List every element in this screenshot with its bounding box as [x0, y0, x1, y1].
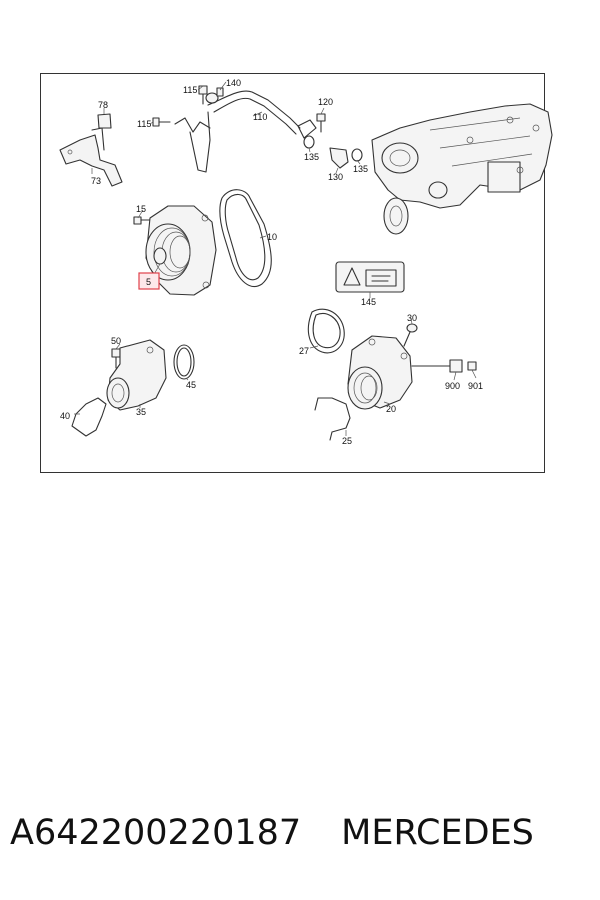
- callout-20[interactable]: 20: [386, 404, 396, 414]
- callout-120[interactable]: 120: [318, 97, 333, 107]
- screw-140[interactable]: [216, 87, 224, 97]
- pipe-110[interactable]: [174, 90, 317, 173]
- clip-78[interactable]: [97, 113, 112, 129]
- hose-130[interactable]: [329, 147, 349, 169]
- sensor-900[interactable]: [411, 359, 463, 373]
- callout-5-highlighted[interactable]: 5: [138, 272, 160, 290]
- caption: A642200220187 MERCEDES: [10, 808, 595, 858]
- callout-135-right[interactable]: 135: [353, 164, 368, 174]
- callout-50[interactable]: 50: [111, 336, 121, 346]
- warning-label-145[interactable]: [335, 261, 405, 293]
- callout-115-top[interactable]: 115: [183, 85, 197, 95]
- callout-73[interactable]: 73: [91, 176, 101, 186]
- callout-135-left[interactable]: 135: [304, 152, 319, 162]
- leader-lines: [74, 81, 477, 436]
- svg-text:5: 5: [146, 277, 151, 287]
- clamp-135-right[interactable]: [351, 148, 363, 162]
- callout-110[interactable]: 110: [253, 112, 267, 122]
- part-number: A642200220187: [10, 813, 302, 853]
- callout-15[interactable]: 15: [136, 204, 146, 214]
- callout-78[interactable]: 78: [98, 100, 108, 110]
- callout-130[interactable]: 130: [328, 172, 343, 182]
- callout-labels: 140 115 78 115 110 120 73 135 130 135 15…: [60, 78, 483, 446]
- callout-40[interactable]: 40: [60, 411, 70, 421]
- clip-40[interactable]: [71, 397, 107, 437]
- callout-30[interactable]: 30: [407, 313, 417, 323]
- bolt-120[interactable]: [316, 113, 326, 133]
- bolt-30[interactable]: [403, 323, 418, 347]
- callout-35[interactable]: 35: [136, 407, 146, 417]
- sensor-901[interactable]: [467, 361, 477, 371]
- o-ring-45[interactable]: [173, 344, 195, 380]
- clip-25[interactable]: [314, 397, 351, 441]
- callout-10[interactable]: 10: [267, 232, 277, 242]
- callout-45[interactable]: 45: [186, 380, 196, 390]
- callout-25[interactable]: 25: [342, 436, 352, 446]
- brand-name: MERCEDES: [341, 813, 534, 853]
- clamp-135-left[interactable]: [303, 135, 315, 149]
- elbow-connector-35[interactable]: [106, 339, 167, 411]
- callout-27[interactable]: 27: [299, 346, 309, 356]
- callout-900[interactable]: 900: [445, 381, 460, 391]
- callout-145[interactable]: 145: [361, 297, 376, 307]
- bolt-115-top[interactable]: [198, 85, 208, 105]
- o-ring-27[interactable]: [307, 308, 345, 354]
- bolt-115-left[interactable]: [152, 117, 171, 127]
- thermostat-housing-20[interactable]: [347, 335, 413, 410]
- callout-140[interactable]: 140: [226, 78, 241, 88]
- callout-115-left[interactable]: 115: [137, 119, 151, 129]
- gasket-10[interactable]: [219, 189, 272, 288]
- coolant-housing[interactable]: [371, 103, 553, 235]
- callout-901[interactable]: 901: [468, 381, 483, 391]
